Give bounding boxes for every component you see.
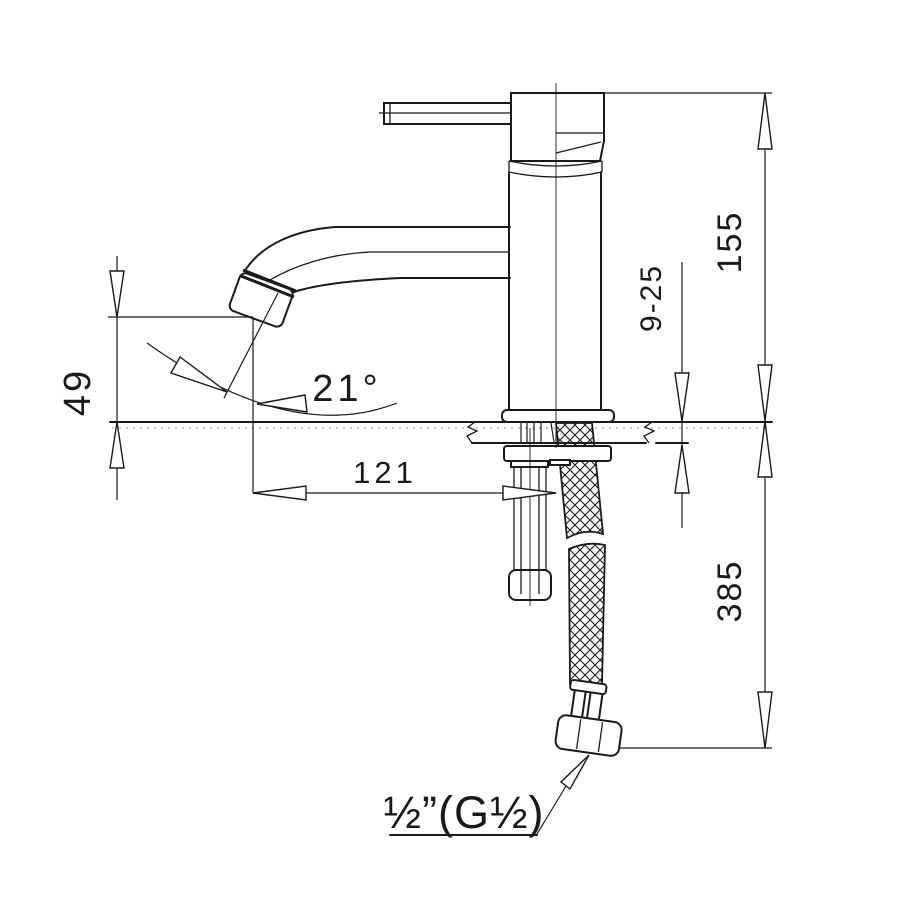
thread-leader — [389, 754, 590, 836]
dim-9-25 — [674, 262, 690, 528]
dim-121-label: 121 — [353, 455, 417, 490]
mounting-nut — [503, 445, 612, 468]
dim-49 — [108, 256, 253, 500]
faucet-neck — [508, 160, 603, 178]
thread-size-label: ½”(G½) — [383, 787, 544, 838]
dim-385-label: 385 — [711, 560, 749, 623]
dim-121 — [252, 485, 557, 501]
break-symbol — [643, 421, 656, 444]
shank-through-hole — [520, 422, 555, 443]
faucet-body — [508, 171, 602, 411]
dim-155 — [604, 92, 773, 422]
base-flange — [501, 409, 615, 423]
spout-aerator-tip — [228, 268, 297, 328]
threaded-shank — [508, 428, 552, 606]
faucet-cap — [510, 92, 605, 162]
leader-arrowhead — [559, 754, 590, 791]
break-symbol — [466, 421, 479, 444]
dim-21deg-label: 21° — [312, 368, 381, 410]
dim-385 — [757, 420, 773, 749]
dim-49-label: 49 — [57, 368, 99, 416]
spout-axis-line — [223, 292, 279, 399]
aerator-seam-line — [240, 274, 295, 299]
faucet-spout — [245, 226, 511, 293]
dim-155-label: 155 — [711, 211, 749, 274]
dim-21deg — [146, 292, 398, 493]
hose-connector-nut — [554, 714, 623, 757]
dim-9-25-label: 9-25 — [635, 264, 668, 332]
countertop-section — [466, 421, 689, 444]
hose-connector — [554, 678, 623, 757]
aerator-seam-line — [242, 268, 297, 293]
